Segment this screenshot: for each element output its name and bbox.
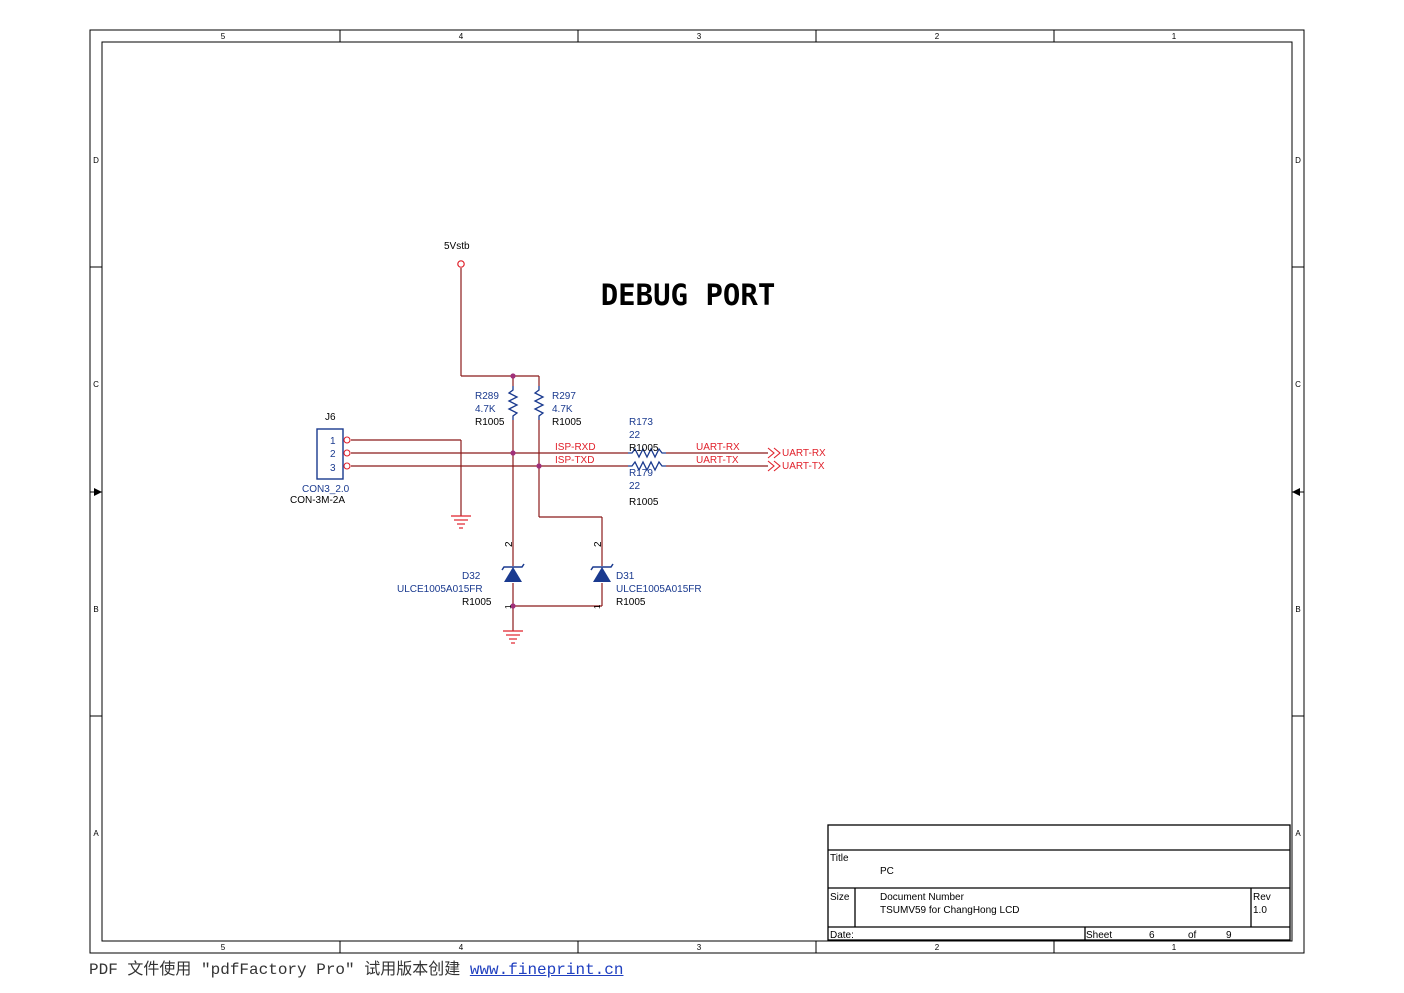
center-marker-right xyxy=(1292,488,1300,496)
ground-icon xyxy=(451,515,471,529)
title-value: PC xyxy=(880,866,894,877)
resistor-ref: R179 xyxy=(629,468,653,479)
resistor-r179-symbol xyxy=(628,460,666,472)
resistor-footprint: R1005 xyxy=(629,443,659,454)
diode-ref: D31 xyxy=(616,571,635,582)
resistor-r297-symbol xyxy=(533,386,545,420)
connector-pin-icons xyxy=(343,436,351,470)
resistor-value: 22 xyxy=(629,430,641,441)
zone-row-left: C xyxy=(93,380,99,389)
resistor-footprint: R1005 xyxy=(475,417,505,428)
diode-d32-symbol xyxy=(501,563,525,582)
footer-link[interactable]: www.fineprint.cn xyxy=(469,961,624,979)
zone-row-right: D xyxy=(1295,156,1301,165)
zone-row-left: D xyxy=(93,156,99,165)
net-label: UART-RX xyxy=(696,442,740,453)
title-label: Title xyxy=(830,853,849,864)
diode-pin-number: 2 xyxy=(593,541,604,547)
connector-value: CON3_2.0 xyxy=(302,484,350,495)
net-label: ISP-RXD xyxy=(555,442,596,453)
net-label: ISP-TXD xyxy=(555,455,594,466)
zone-row-right: C xyxy=(1295,380,1301,389)
center-marker-left xyxy=(94,488,102,496)
diode-ref: D32 xyxy=(462,571,481,582)
diode-pin-number: 2 xyxy=(504,541,515,547)
date-label: Date: xyxy=(830,930,854,941)
sheet-total: 9 xyxy=(1226,930,1232,941)
resistor-footprint: R1005 xyxy=(629,497,659,508)
junctions xyxy=(510,373,542,609)
zone-dividers xyxy=(90,30,1304,953)
zone-col-bottom: 1 xyxy=(1172,943,1177,952)
doc-number-value: TSUMV59 for ChangHong LCD xyxy=(880,905,1020,916)
zone-col-bottom: 5 xyxy=(221,943,226,952)
zone-col-top: 4 xyxy=(459,32,464,41)
rev-label: Rev xyxy=(1253,892,1271,903)
diode-pin-number: 1 xyxy=(593,604,602,609)
zone-row-right: A xyxy=(1295,829,1301,838)
resistor-r173-symbol xyxy=(628,447,666,459)
zone-col-top: 1 xyxy=(1172,32,1177,41)
connector-pin-number: 2 xyxy=(330,449,336,460)
doc-number-label: Document Number xyxy=(880,892,965,903)
zone-col-bottom: 4 xyxy=(459,943,464,952)
wires xyxy=(351,268,768,631)
outer-frame xyxy=(89,29,1305,954)
zone-row-left: A xyxy=(93,829,99,838)
offpage-port-label: UART-RX xyxy=(782,448,826,459)
offpage-port-label: UART-TX xyxy=(782,461,825,472)
diode-d31-symbol xyxy=(590,563,614,582)
net-label: UART-TX xyxy=(696,455,739,466)
resistor-footprint: R1005 xyxy=(552,417,582,428)
zone-row-right: B xyxy=(1295,605,1300,614)
resistor-ref: R173 xyxy=(629,417,653,428)
resistor-value: 22 xyxy=(629,481,641,492)
offpage-connector-icon xyxy=(767,447,781,472)
connector-j6-body xyxy=(316,428,344,480)
resistor-value: 4.7K xyxy=(552,404,573,415)
power-label: 5Vstb xyxy=(444,241,470,252)
connector-pin-number: 3 xyxy=(330,463,336,474)
title-block xyxy=(827,824,1291,941)
zone-col-top: 5 xyxy=(221,32,226,41)
resistor-r289-symbol xyxy=(507,386,519,420)
resistor-ref: R297 xyxy=(552,391,576,402)
power-pin-icon xyxy=(457,260,465,268)
connector-ref: J6 xyxy=(325,412,336,423)
connector-pin-number: 1 xyxy=(330,436,336,447)
zone-row-left: B xyxy=(93,605,98,614)
resistor-value: 4.7K xyxy=(475,404,496,415)
zone-col-bottom: 3 xyxy=(697,943,702,952)
sheet-of-label: of xyxy=(1188,930,1197,941)
footer-text: PDF 文件使用 "pdfFactory Pro" 试用版本创建 xyxy=(89,961,470,979)
diode-pin-number: 1 xyxy=(504,604,513,609)
diode-value: ULCE1005A015FR xyxy=(397,584,483,595)
resistor-ref: R289 xyxy=(475,391,499,402)
size-label: Size xyxy=(830,892,850,903)
zone-col-top: 3 xyxy=(697,32,702,41)
connector-footprint: CON-3M-2A xyxy=(290,495,345,506)
zone-col-bottom: 2 xyxy=(935,943,940,952)
sheet-number: 6 xyxy=(1149,930,1155,941)
sheet-label: Sheet xyxy=(1086,930,1112,941)
ground-icon xyxy=(503,630,523,644)
diode-footprint: R1005 xyxy=(616,597,646,608)
diode-footprint: R1005 xyxy=(462,597,492,608)
inner-frame xyxy=(101,41,1293,942)
pdf-watermark-footer: PDF 文件使用 "pdfFactory Pro" 试用版本创建 www.fin… xyxy=(89,955,623,979)
zone-col-top: 2 xyxy=(935,32,940,41)
rev-value: 1.0 xyxy=(1253,905,1267,916)
page-title: DEBUG PORT xyxy=(601,278,776,312)
diode-value: ULCE1005A015FR xyxy=(616,584,702,595)
